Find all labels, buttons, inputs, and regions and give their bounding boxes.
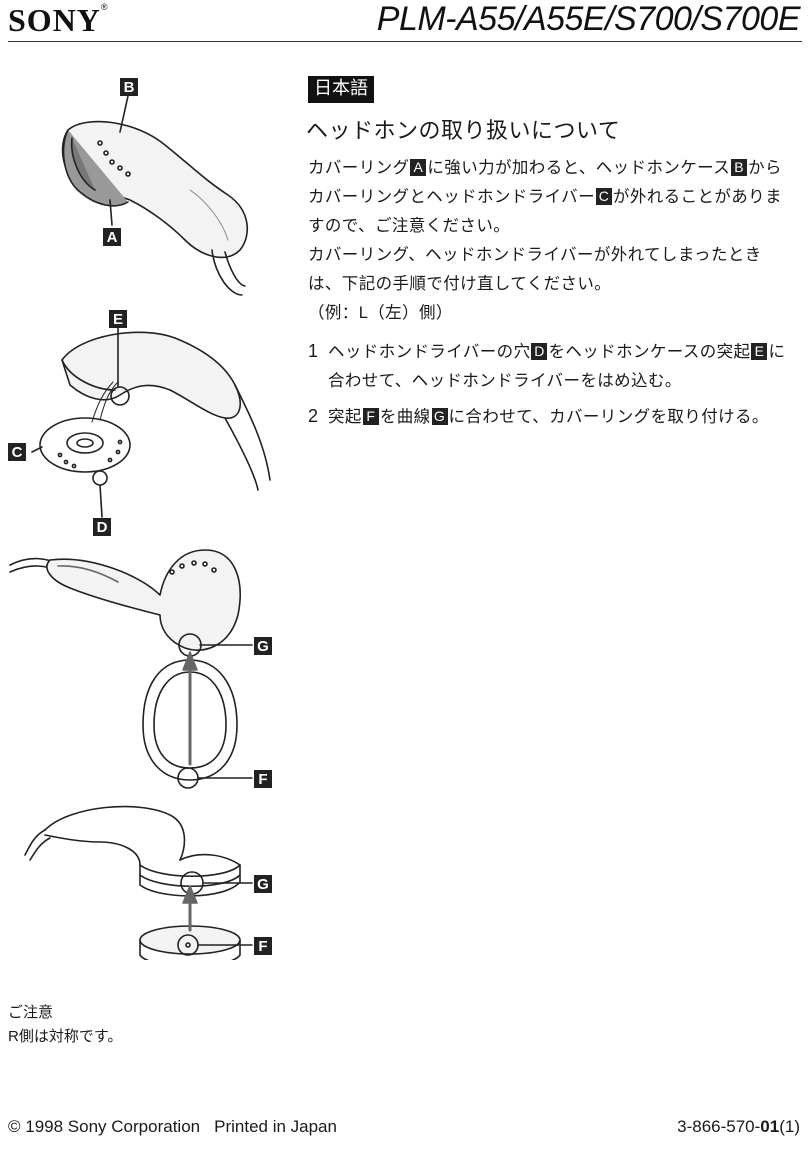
callout-f-1: F bbox=[258, 771, 267, 788]
caution-text: R側は対称です。 bbox=[8, 1027, 123, 1045]
headphone-assembly-figure: B A E C D G F G F bbox=[8, 78, 272, 960]
brand-name: SONY bbox=[8, 2, 101, 38]
section-title: ヘッドホンの取り扱いについて bbox=[306, 119, 621, 144]
model-number: PLM-A55/A55E/S700/S700E bbox=[376, 0, 801, 38]
printed-in: Printed in Japan bbox=[214, 1117, 337, 1136]
callout-e: E bbox=[113, 311, 123, 328]
callout-a: A bbox=[107, 229, 118, 246]
callout-c: C bbox=[12, 444, 23, 461]
callout-b: B bbox=[124, 79, 135, 96]
caution-note: ご注意 R側は対称です。 bbox=[8, 1000, 122, 1049]
key-f: F bbox=[362, 408, 379, 425]
header-rule bbox=[8, 41, 802, 42]
key-b: B bbox=[731, 159, 748, 176]
copyright-icon: © bbox=[8, 1117, 21, 1136]
example-note: （例：L（左）側） bbox=[308, 303, 453, 322]
key-d: D bbox=[531, 343, 548, 360]
part-number: 3-866-570-01(1) bbox=[677, 1117, 800, 1136]
key-e: E bbox=[751, 343, 768, 360]
earbud-ring-illustration bbox=[9, 549, 241, 789]
callout-g-2: G bbox=[257, 876, 269, 893]
earbud-bottom-illustration bbox=[24, 805, 241, 960]
registered-mark: ® bbox=[100, 2, 109, 12]
intro-paragraph-2: カバーリング、ヘッドホンドライバーが外れてしまったときは、下記の手順で付け直して… bbox=[308, 245, 762, 293]
earbud-front-illustration bbox=[61, 120, 248, 296]
key-a: A bbox=[410, 159, 427, 176]
key-g: G bbox=[431, 408, 448, 425]
language-tag: 日本語 bbox=[308, 76, 374, 103]
key-c: C bbox=[595, 188, 612, 205]
callout-g-1: G bbox=[257, 638, 269, 655]
sony-logo: SONY® bbox=[8, 2, 109, 39]
callout-f-2: F bbox=[258, 938, 267, 955]
callout-d: D bbox=[97, 519, 108, 536]
earbud-driver-illustration bbox=[39, 331, 271, 491]
caution-title: ご注意 bbox=[8, 1003, 54, 1021]
